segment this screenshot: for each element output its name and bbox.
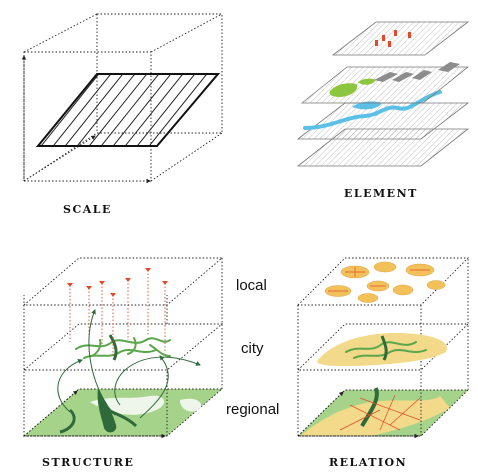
relation-layers: [296, 257, 470, 439]
structure-layers: [22, 257, 224, 439]
caption-scale: SCALE: [63, 203, 112, 216]
level-city: city: [241, 340, 264, 357]
scale-cube: [21, 13, 223, 184]
caption-element: ELEMENT: [344, 187, 418, 200]
level-local: local: [236, 277, 267, 294]
caption-structure: STRUCTURE: [42, 456, 135, 469]
element-layers: [296, 21, 470, 167]
level-regional: regional: [226, 401, 280, 418]
scale-hatched-plane: [35, 73, 221, 147]
caption-relation: RELATION: [329, 456, 408, 469]
